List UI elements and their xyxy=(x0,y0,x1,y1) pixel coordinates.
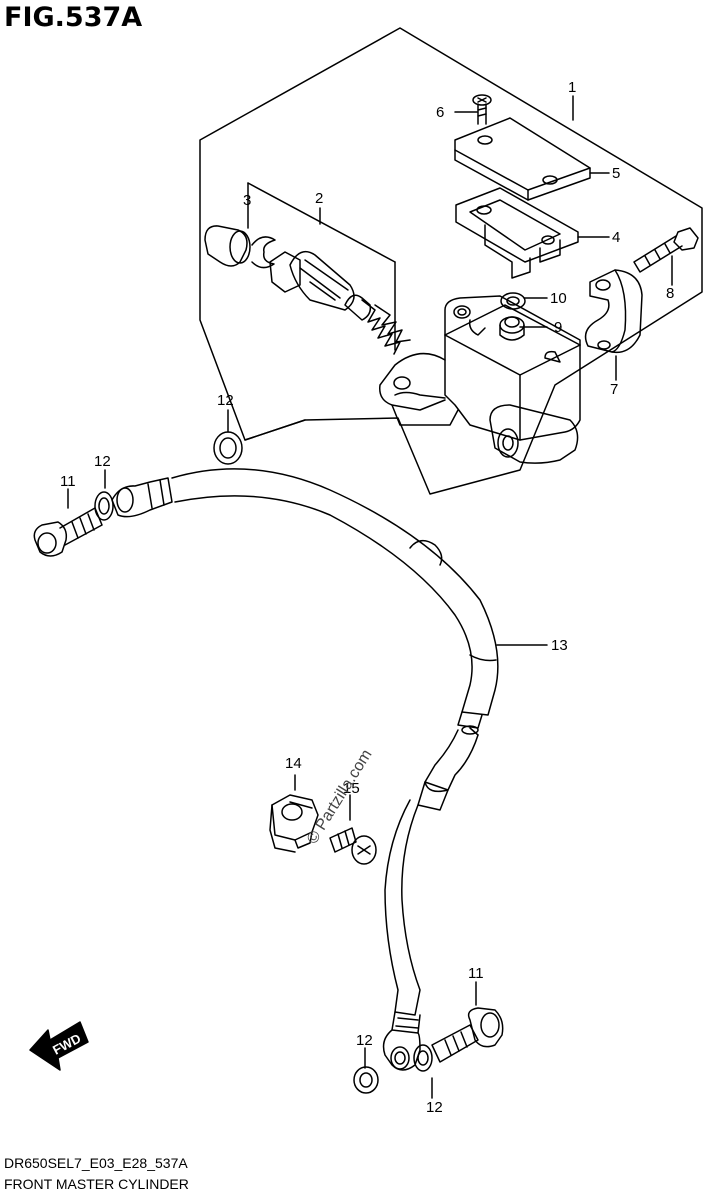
label-12-left: 12 xyxy=(94,453,111,470)
label-10: 10 xyxy=(550,290,567,307)
banjo-fitting-bottom xyxy=(382,1029,421,1071)
brake-hose xyxy=(111,468,499,1034)
screw-15 xyxy=(329,827,377,865)
label-6: 6 xyxy=(436,104,444,121)
part-labels: 1 6 5 3 2 4 8 10 9 7 12 12 11 13 14 15 1… xyxy=(60,79,674,1116)
hose-clamp xyxy=(269,794,319,853)
label-11-bottom: 11 xyxy=(468,965,484,982)
assembly-outline xyxy=(199,27,703,495)
piston-kit xyxy=(204,225,411,355)
washer-12-bottom-left xyxy=(353,1066,379,1094)
banjo-bolt-bottom xyxy=(431,1007,504,1063)
label-8: 8 xyxy=(666,285,674,302)
label-14: 14 xyxy=(285,755,302,772)
label-12-top: 12 xyxy=(217,392,234,409)
master-cylinder-body xyxy=(379,295,581,464)
washer-10 xyxy=(500,292,526,310)
washer-12-bottom-right xyxy=(413,1044,433,1072)
label-15: 15 xyxy=(343,780,360,797)
clamp-holder xyxy=(584,269,643,354)
forward-arrow-icon xyxy=(29,1021,89,1071)
label-5: 5 xyxy=(612,165,620,182)
washer-12-top xyxy=(213,431,243,465)
label-9: 9 xyxy=(554,319,562,336)
figure-title: FIG.537A xyxy=(4,2,143,33)
bolt-8 xyxy=(633,227,699,273)
label-11-left: 11 xyxy=(60,473,76,490)
banjo-bolt-left xyxy=(33,507,103,557)
reservoir-cap xyxy=(454,117,591,201)
watermark: © Partzilla.com xyxy=(304,747,376,847)
label-13: 13 xyxy=(551,637,568,654)
label-3: 3 xyxy=(243,192,251,209)
model-code: DR650SEL7_E03_E28_537A xyxy=(4,1155,188,1171)
label-12-bottom-right: 12 xyxy=(426,1099,443,1116)
washer-12-left xyxy=(94,491,114,521)
label-12-bottom-left: 12 xyxy=(356,1032,373,1049)
part-description: FRONT MASTER CYLINDER xyxy=(4,1176,189,1192)
bolt-9 xyxy=(499,316,525,341)
label-7: 7 xyxy=(610,381,618,398)
label-4: 4 xyxy=(612,229,620,246)
screw-6 xyxy=(472,94,492,125)
label-2: 2 xyxy=(315,190,323,207)
diaphragm xyxy=(455,187,579,279)
label-1: 1 xyxy=(568,79,576,96)
